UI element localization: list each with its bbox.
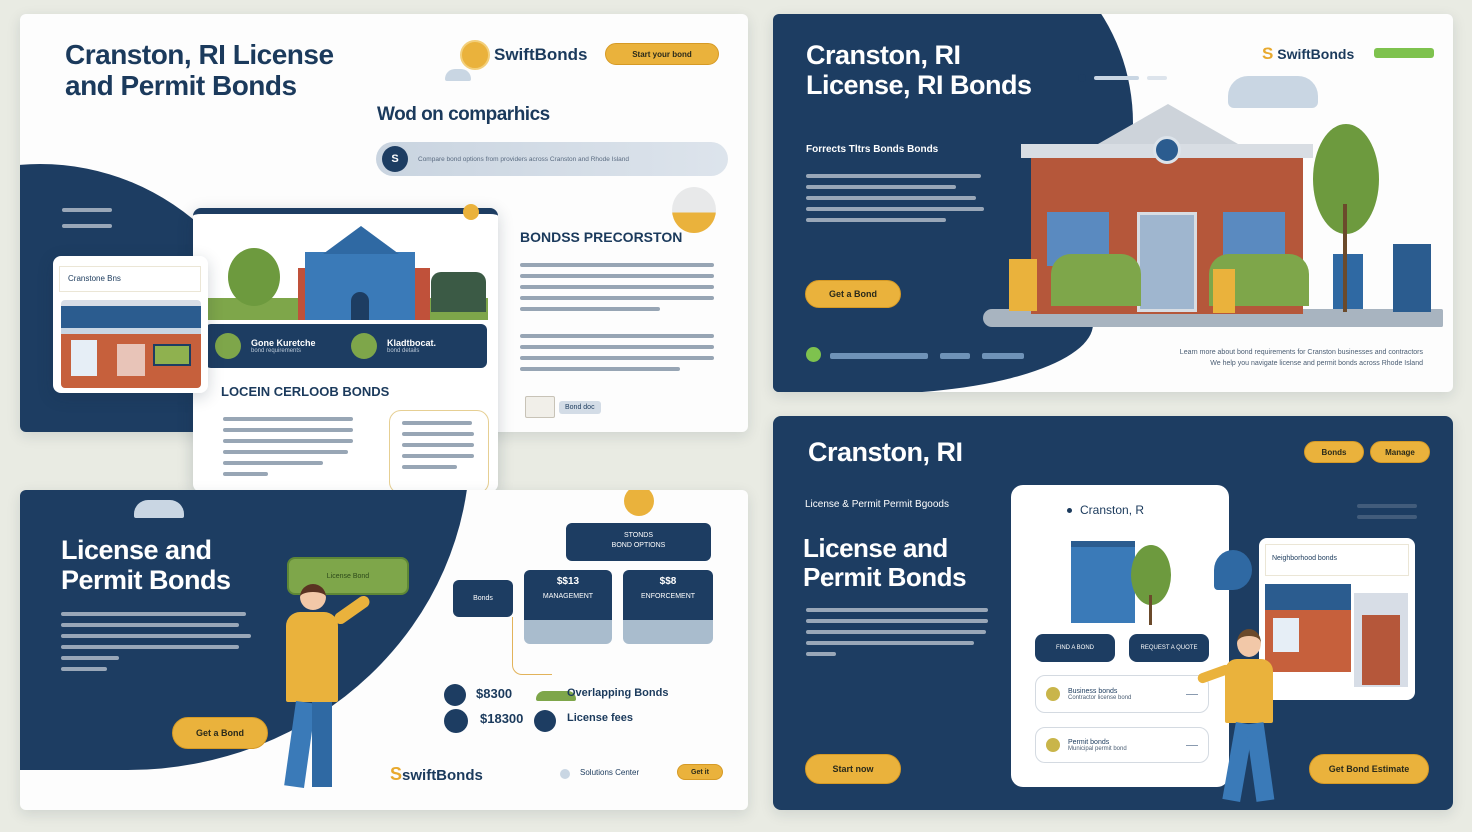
bonds-paragraph-1 bbox=[520, 263, 716, 318]
subtitle: License & Permit Permit Bgoods bbox=[805, 499, 949, 510]
card-side-note bbox=[389, 410, 489, 494]
get-it-badge[interactable]: Get it bbox=[677, 764, 723, 780]
brand-logo[interactable]: S SwiftBonds bbox=[1262, 44, 1355, 63]
dash-icon bbox=[1186, 693, 1198, 695]
find-bond-button[interactable]: FIND A BOND bbox=[1035, 634, 1115, 662]
fee-icon bbox=[534, 710, 556, 732]
feature-icon-1 bbox=[215, 333, 241, 359]
license-permit-heading: License and Permit Bonds bbox=[61, 535, 231, 595]
card-heading: LOCEIN CERLOOB BONDS bbox=[221, 384, 390, 399]
chat-bubble-icon[interactable] bbox=[1214, 550, 1252, 590]
bonds-preston-heading: BONDSS PRECORSTON bbox=[520, 229, 683, 245]
manage-tag-button[interactable]: Manage bbox=[1370, 441, 1430, 463]
list-item-permit-bonds[interactable]: Permit bonds Municipal permit bond bbox=[1035, 727, 1209, 763]
neighborhood-photo-card[interactable]: Neighborhood bonds bbox=[1259, 538, 1415, 700]
person-illustration bbox=[1196, 629, 1303, 805]
cranston-title: Cranston, RI License, RI Bonds bbox=[806, 40, 1032, 100]
feature-overlapping-bonds: Overlapping Bonds bbox=[567, 687, 669, 699]
brick-building-illustration bbox=[983, 104, 1443, 329]
decor-lines bbox=[62, 208, 122, 235]
price-icon-2 bbox=[444, 709, 468, 733]
panel-bottom-right: Cranston, RI Bonds Manage License & Perm… bbox=[773, 416, 1453, 810]
city-building-illustration bbox=[1071, 535, 1181, 625]
solutions-center-link[interactable]: Solutions Center bbox=[580, 768, 640, 777]
brand-logo[interactable]: SwiftBonds bbox=[460, 40, 588, 70]
cloud-icon bbox=[445, 69, 471, 81]
globe-icon bbox=[560, 769, 570, 779]
bullet-icon bbox=[1067, 507, 1072, 513]
price-value-2: $18300 bbox=[480, 711, 524, 726]
school-building-illustration bbox=[203, 220, 488, 320]
pin-badge-icon bbox=[672, 187, 716, 233]
logo-s-icon: S bbox=[1262, 44, 1274, 63]
bond-options-box[interactable]: STONDS BOND OPTIONS bbox=[566, 523, 711, 561]
logo-badge-icon bbox=[460, 40, 490, 70]
green-arrow-icon bbox=[536, 691, 576, 701]
license-body-text bbox=[61, 612, 251, 678]
flow-connector bbox=[512, 617, 552, 675]
feature-icon-2 bbox=[351, 333, 377, 359]
get-bond-button[interactable]: Get a Bond bbox=[172, 717, 268, 749]
notification-dot bbox=[463, 204, 479, 220]
compare-search-bar[interactable]: S Compare bond options from providers ac… bbox=[376, 142, 728, 176]
card-body-text bbox=[223, 417, 353, 483]
menu-toggle[interactable] bbox=[1374, 48, 1434, 58]
request-quote-button[interactable]: REQUEST A QUOTE bbox=[1129, 634, 1209, 662]
document-icon bbox=[525, 396, 555, 418]
footer-logo[interactable]: SswiftBonds bbox=[390, 764, 483, 784]
license-permit-heading: License and Permit Bonds bbox=[803, 533, 967, 592]
bonds-tag-button[interactable]: Bonds bbox=[1304, 441, 1364, 463]
feature-license-fees: License fees bbox=[567, 712, 634, 724]
body-text bbox=[806, 608, 988, 663]
person-illustration bbox=[260, 582, 380, 797]
bonds-paragraph-2 bbox=[520, 334, 716, 378]
decor-dash-lines bbox=[1357, 504, 1417, 526]
subtitle: Forrects Tltrs Bonds Bonds bbox=[806, 144, 939, 155]
get-bond-button[interactable]: Get a Bond bbox=[805, 280, 901, 308]
start-now-button[interactable]: Start now bbox=[805, 754, 901, 784]
flow-card-enforcement[interactable]: $$8 ENFORCEMENT bbox=[623, 570, 713, 644]
badge-icon bbox=[1046, 687, 1060, 701]
badge-icon bbox=[1046, 738, 1060, 752]
side-card-label: Cranstone Bns bbox=[59, 266, 201, 292]
footer-caption: Learn more about bond requirements for C… bbox=[1179, 349, 1423, 368]
bond-icon: S bbox=[382, 146, 408, 172]
list-item-business-bonds[interactable]: Business bonds Contractor license bond bbox=[1035, 675, 1209, 713]
price-value-1: $8300 bbox=[476, 686, 513, 701]
flow-card-management[interactable]: $$13 MANAGEMENT bbox=[524, 570, 612, 644]
feature-banner: Gone Kuretche bond requirements Kladtboc… bbox=[205, 324, 487, 368]
cranstone-bns-card[interactable]: Cranstone Bns bbox=[53, 256, 208, 393]
cloud-icon bbox=[1228, 76, 1318, 108]
money-icon bbox=[624, 490, 654, 516]
page-title: Cranston, RI License and Permit Bonds bbox=[65, 39, 334, 101]
bond-search-card: Cranston, R FIND A BOND REQUEST A QUOTE … bbox=[1011, 485, 1229, 787]
get-bond-estimate-button[interactable]: Get Bond Estimate bbox=[1309, 754, 1429, 784]
bond-document-tag[interactable]: Bond doc bbox=[525, 396, 601, 418]
footer-links[interactable] bbox=[830, 353, 1024, 359]
bond-info-card: Gone Kuretche bond requirements Kladtboc… bbox=[193, 204, 498, 494]
cloud-icon bbox=[134, 500, 184, 518]
progress-indicator bbox=[1078, 74, 1167, 82]
body-text bbox=[806, 174, 984, 229]
start-bond-button[interactable]: Start your bond bbox=[605, 43, 719, 65]
location-label: Cranston, R bbox=[1067, 503, 1144, 517]
section-heading: Wod on comparhics bbox=[377, 104, 550, 125]
logo-s-icon: S bbox=[390, 764, 403, 784]
panel-bottom-left: License and Permit Bonds Get a Bond Lice… bbox=[20, 490, 748, 810]
contact-icon bbox=[806, 347, 821, 362]
bonds-flow-node[interactable]: Bonds bbox=[453, 580, 513, 617]
storefront-illustration bbox=[61, 300, 201, 388]
panel-top-right: Cranston, RI License, RI Bonds Forrects … bbox=[773, 14, 1453, 392]
dash-icon bbox=[1186, 744, 1198, 746]
price-icon-1 bbox=[444, 684, 466, 706]
cranston-title: Cranston, RI bbox=[808, 437, 963, 467]
